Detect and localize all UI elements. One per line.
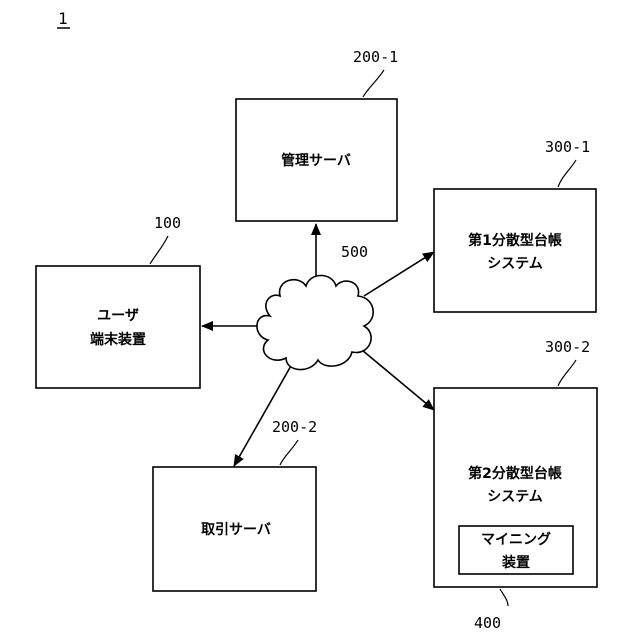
mining-device-leader	[500, 589, 508, 606]
arrow-to-ledger-system-2	[362, 350, 434, 410]
ledger-system-1-label-line-2: システム	[487, 256, 543, 272]
user-terminal-leader	[150, 236, 168, 264]
user-terminal-box	[36, 266, 200, 388]
user-terminal-label-line-1: ユーザ	[97, 308, 139, 324]
transaction-server-node: 取引サーバ 200-2	[153, 418, 317, 591]
user-terminal-ref: 100	[154, 214, 181, 232]
mining-device-node: マイニング 装置	[459, 526, 573, 574]
mining-device-ref: 400	[474, 614, 501, 632]
figure-label-text: 1	[58, 9, 68, 28]
management-server-node: 管理サーバ 200-1	[236, 48, 398, 221]
ledger-system-1-leader	[558, 160, 576, 187]
cloud-shape	[257, 276, 373, 370]
ledger-system-1-ref: 300-1	[545, 138, 590, 156]
ledger-system-2-node: 第2分散型台帳 システム 300-2 マイニング 装置 400	[434, 338, 597, 632]
transaction-server-ref: 200-2	[272, 418, 317, 436]
ledger-system-2-leader	[558, 360, 576, 386]
management-server-label: 管理サーバ	[281, 152, 351, 169]
user-terminal-label-line-2: 端末装置	[90, 331, 146, 348]
ledger-system-2-ref: 300-2	[545, 338, 590, 356]
management-server-ref: 200-1	[353, 48, 398, 66]
ledger-system-1-label-line-1: 第1分散型台帳	[468, 232, 562, 249]
ledger-system-2-label-line-1: 第2分散型台帳	[468, 465, 562, 482]
arrow-to-ledger-system-1	[364, 252, 434, 296]
ledger-system-2-label-line-2: システム	[487, 489, 543, 505]
transaction-server-label: 取引サーバ	[201, 522, 271, 538]
network-cloud	[257, 276, 373, 370]
mining-device-label-line-2: 装置	[501, 554, 530, 571]
figure-label: 1	[57, 9, 70, 28]
network-ref-label: 500	[341, 243, 368, 261]
ledger-system-1-node: 第1分散型台帳 システム 300-1	[434, 138, 596, 312]
ledger-system-1-box	[434, 189, 596, 312]
arrow-to-transaction-server	[234, 364, 292, 466]
user-terminal-node: ユーザ 端末装置 100	[36, 214, 200, 388]
management-server-leader	[363, 70, 384, 97]
transaction-server-leader	[280, 440, 298, 465]
mining-device-label-line-1: マイニング	[481, 531, 551, 548]
